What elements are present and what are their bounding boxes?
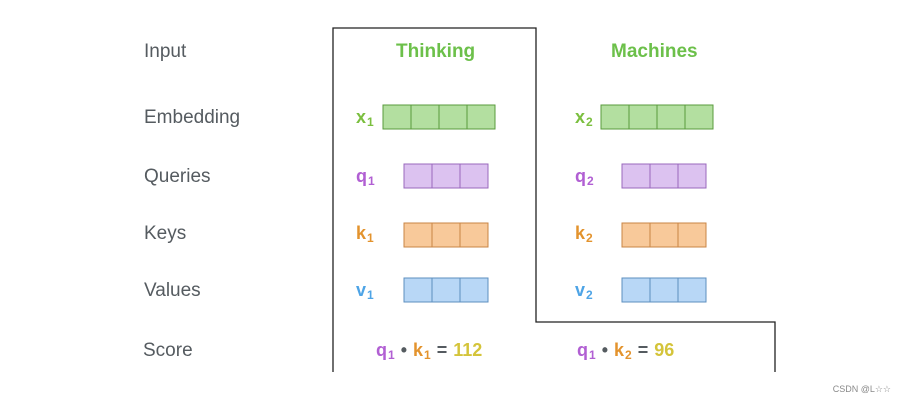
value-cell-token2-2: [649, 277, 679, 303]
score-query: q1: [577, 340, 596, 362]
embedding-cell-token2-3: [656, 104, 686, 130]
value-label-v1: v1: [356, 280, 374, 302]
score-key: k1: [413, 340, 431, 362]
key-label-k1: k1: [356, 223, 374, 245]
score-dot: •: [400, 340, 407, 360]
row-label-score: Score: [143, 340, 193, 361]
query-cell-token2-3: [677, 163, 707, 189]
watermark: CSDN @L☆☆: [832, 384, 891, 394]
score-equals: =: [637, 340, 649, 360]
key-cell-token2-2: [649, 222, 679, 248]
highlight-outline: [332, 27, 776, 372]
score-query: q1: [376, 340, 395, 362]
query-cell-token2-2: [649, 163, 679, 189]
row-label-queries: Queries: [144, 166, 211, 187]
key-cell-token1-1: [403, 222, 433, 248]
score-value: 112: [453, 340, 483, 360]
query-cell-token1-1: [403, 163, 433, 189]
row-label-values: Values: [144, 280, 201, 301]
query-label-q1: q1: [356, 166, 375, 188]
value-cell-token1-2: [431, 277, 461, 303]
query-cell-token2-1: [621, 163, 651, 189]
score-formula-machines: q1• k2=96: [577, 341, 674, 361]
token-word-machines: Machines: [611, 41, 698, 62]
score-value: 96: [654, 340, 675, 360]
score-equals: =: [436, 340, 448, 360]
value-cell-token2-1: [621, 277, 651, 303]
score-formula-thinking: q1• k1=112: [376, 341, 482, 361]
score-key: k2: [614, 340, 632, 362]
query-label-q2: q2: [575, 166, 594, 188]
embedding-cell-token2-2: [628, 104, 658, 130]
embedding-label-x1: x1: [356, 107, 374, 129]
embedding-cell-token1-3: [438, 104, 468, 130]
key-label-k2: k2: [575, 223, 593, 245]
key-cell-token2-3: [677, 222, 707, 248]
value-cell-token1-1: [403, 277, 433, 303]
key-cell-token2-1: [621, 222, 651, 248]
value-cell-token2-3: [677, 277, 707, 303]
embedding-label-x2: x2: [575, 107, 593, 129]
score-dot: •: [601, 340, 608, 360]
value-cell-token1-3: [459, 277, 489, 303]
embedding-cell-token1-2: [410, 104, 440, 130]
token-word-thinking: Thinking: [396, 41, 476, 62]
embedding-cell-token1-1: [382, 104, 412, 130]
embedding-cell-token2-4: [684, 104, 714, 130]
row-label-keys: Keys: [144, 223, 187, 244]
query-cell-token1-3: [459, 163, 489, 189]
embedding-cell-token1-4: [466, 104, 496, 130]
key-cell-token1-2: [431, 222, 461, 248]
row-label-embedding: Embedding: [144, 107, 241, 128]
query-cell-token1-2: [431, 163, 461, 189]
embedding-cell-token2-1: [600, 104, 630, 130]
key-cell-token1-3: [459, 222, 489, 248]
row-label-input: Input: [144, 41, 187, 62]
value-label-v2: v2: [575, 280, 593, 302]
